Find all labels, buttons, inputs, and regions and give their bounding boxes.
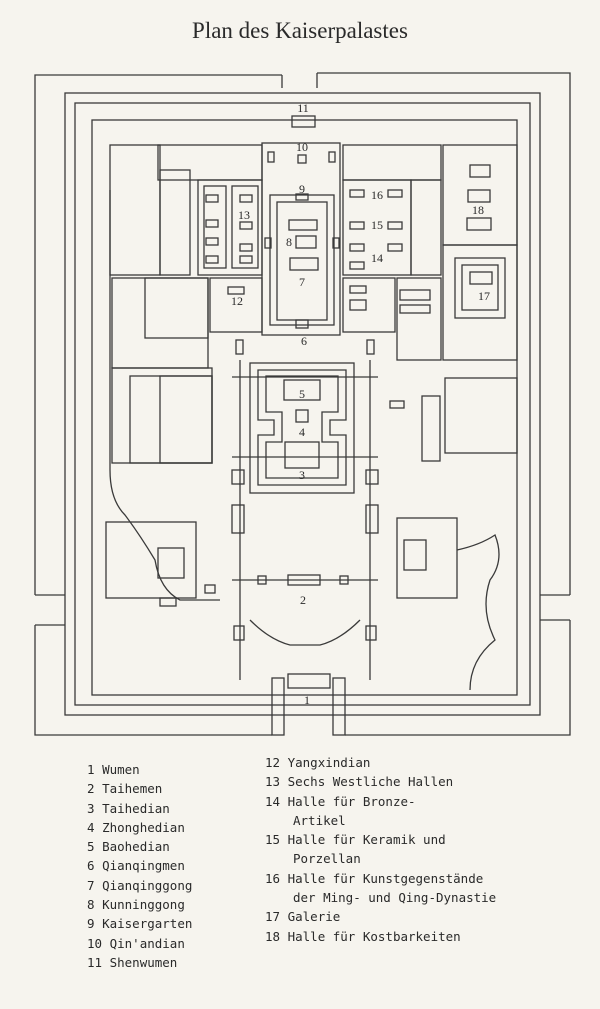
map-label-13: 13 [238, 208, 250, 222]
wumen-gate [271, 677, 285, 736]
map-label-9: 9 [299, 182, 305, 196]
legend-item: 16 Halle für Kunstgegenstände [265, 870, 484, 886]
legend-item: 7 Qianqinggong [87, 877, 193, 893]
map-label-5: 5 [299, 387, 305, 401]
outer-wall-ne [316, 72, 571, 596]
map-label-3: 3 [299, 468, 305, 482]
legend-column-2: 12 Yangxindian 13 Sechs Westliche Hallen… [265, 753, 496, 946]
page-title: Plan des Kaiserpalastes [192, 18, 408, 43]
legend-item: 18 Halle für Kostbarkeiten [265, 928, 461, 944]
map-label-18: 18 [472, 203, 484, 217]
legend-item: 5 Baohedian [87, 839, 170, 855]
map-label-2: 2 [300, 593, 306, 607]
legend-item: 1 Wumen [87, 762, 140, 777]
shenwumen-gate [291, 115, 316, 128]
palace-wall-outer [64, 92, 541, 716]
legend-item: 10 Qin'andian [87, 935, 185, 951]
map-label-6: 6 [301, 334, 307, 348]
palace-plan: 11 10 9 16 18 13 15 8 7 14 17 12 6 5 4 3… [34, 72, 571, 736]
legend-item: 17 Galerie [265, 909, 341, 925]
map-label-10: 10 [296, 140, 308, 154]
legend-item: 3 Taihedian [87, 800, 170, 816]
map-label-11: 11 [297, 101, 309, 115]
legend-item-continuation: der Ming- und Qing-Dynastie [293, 890, 497, 906]
golden-water-river [249, 619, 361, 646]
map-label-8: 8 [286, 235, 292, 249]
taihedian-terrace [249, 362, 355, 494]
legend-item: 2 Taihemen [87, 781, 163, 797]
map-label-4: 4 [299, 425, 305, 439]
legend-item: 11 Shenwumen [87, 954, 178, 970]
legend-item: 14 Halle für Bronze- [265, 793, 416, 809]
outer-wall-nw [34, 74, 283, 596]
legend-column-1: 1 Wumen 2 Taihemen 3 Taihedian 4 Zhonghe… [87, 760, 192, 972]
legend-item: 9 Kaisergarten [87, 916, 193, 932]
legend-item-continuation: Porzellan [293, 851, 361, 867]
map-label-17: 17 [478, 289, 490, 303]
map-label-15: 15 [371, 218, 383, 232]
palace-wall-inner [74, 102, 531, 706]
qianqinggong-court [269, 194, 335, 326]
outer-wall-sw [34, 624, 272, 736]
legend-item: 6 Qianqingmen [87, 858, 185, 874]
outer-wall-se [345, 619, 571, 736]
map-label-7: 7 [299, 275, 305, 289]
legend-item: 8 Kunninggong [87, 897, 185, 913]
legend-item: 12 Yangxindian [265, 755, 371, 770]
map-label-1: 1 [304, 693, 310, 707]
map-label-14: 14 [371, 251, 383, 265]
legend-item-continuation: Artikel [293, 812, 346, 828]
qinandian-compound [261, 142, 341, 336]
legend-item: 4 Zhonghedian [87, 819, 185, 835]
map-label-16: 16 [371, 188, 383, 202]
legend-item: 13 Sechs Westliche Hallen [265, 774, 454, 790]
map-label-12: 12 [231, 294, 243, 308]
palace-inner-court [91, 119, 518, 696]
legend-item: 15 Halle für Keramik und [265, 832, 446, 848]
